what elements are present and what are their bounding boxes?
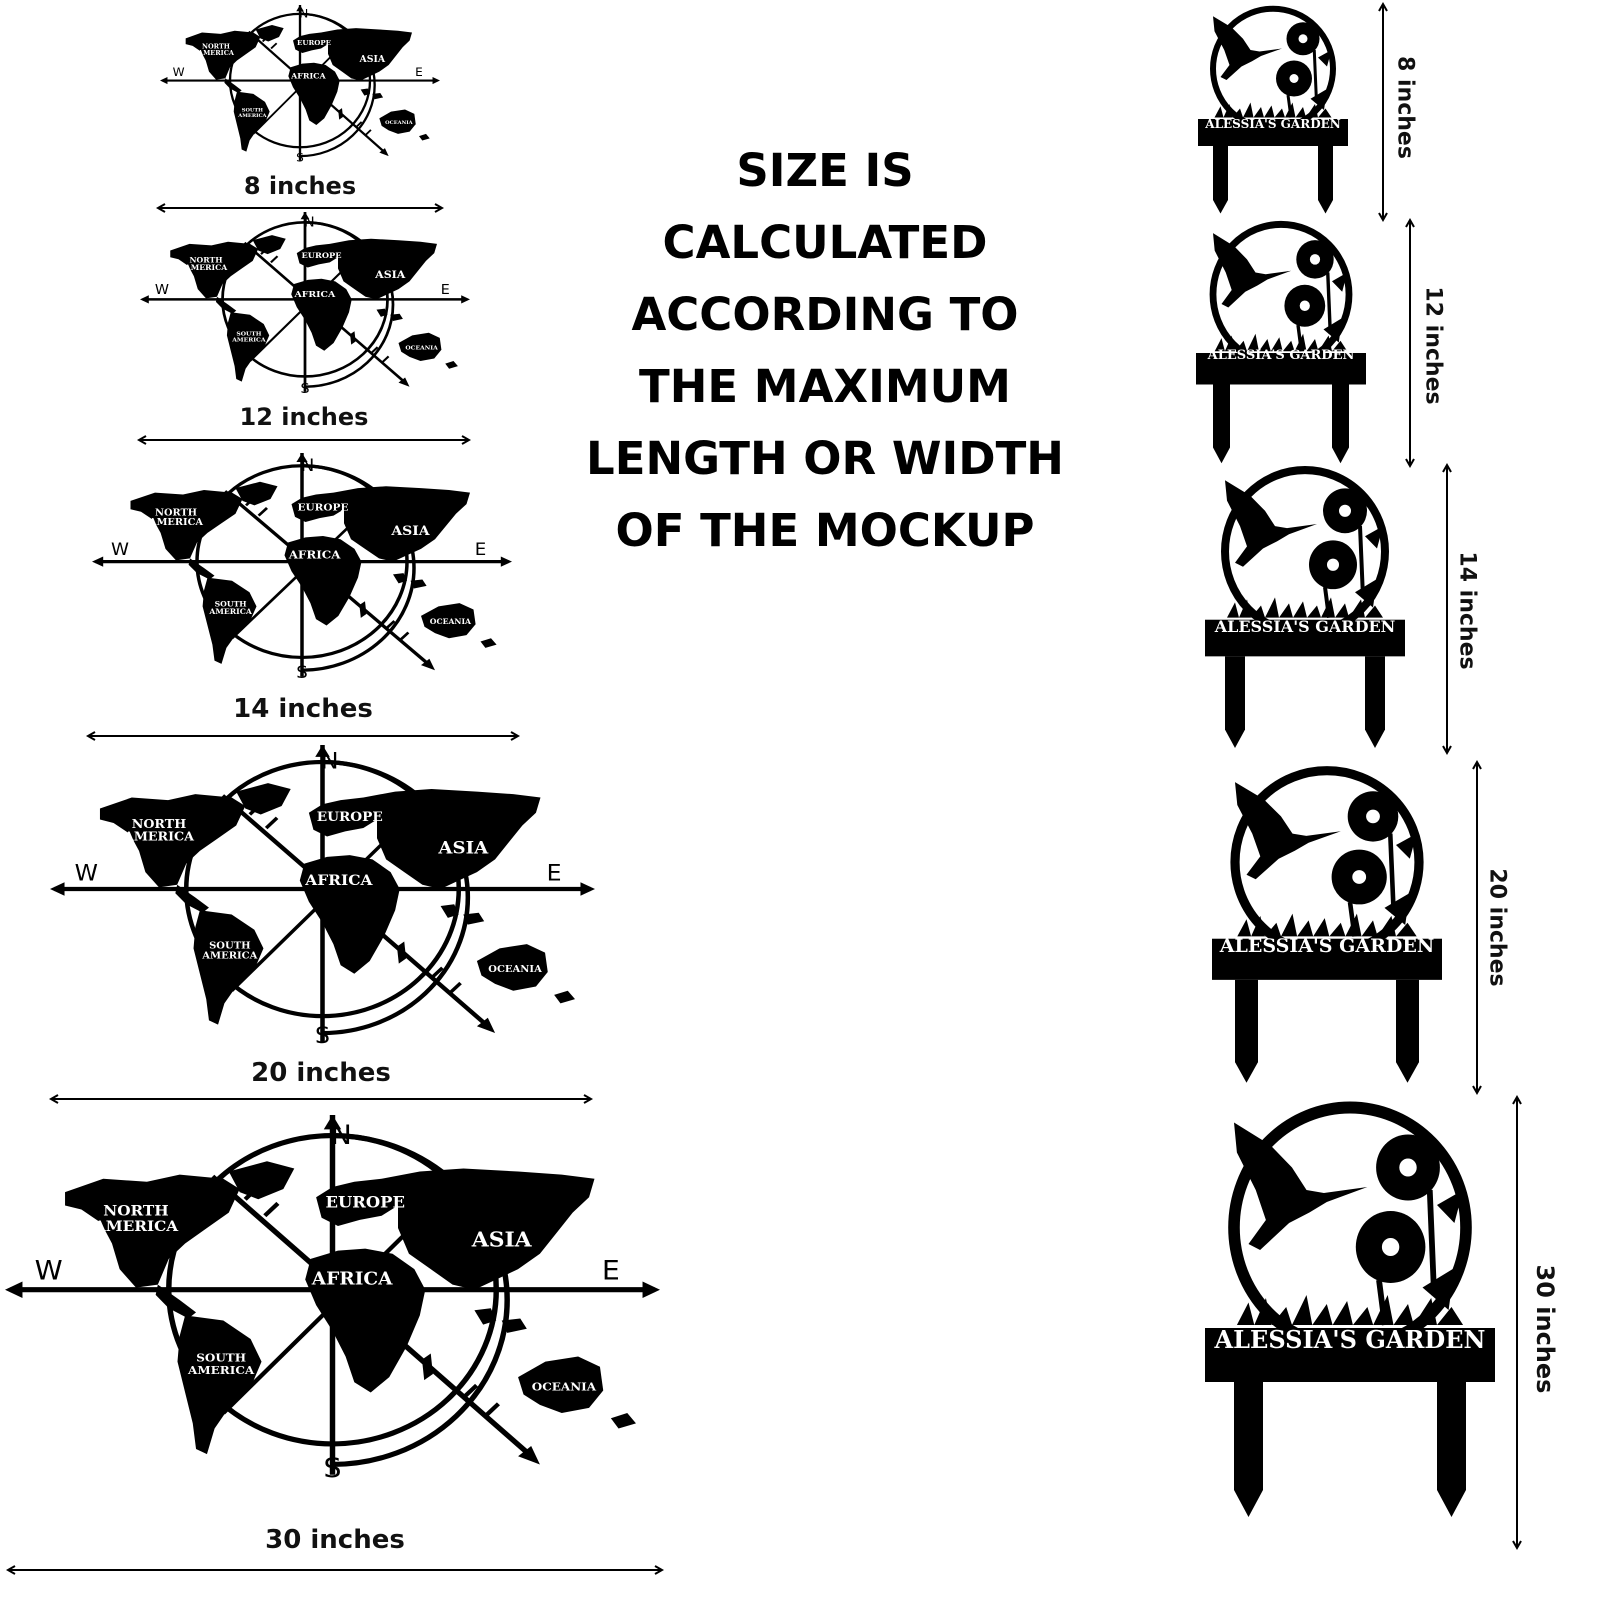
headline-line: OF THE MOCKUP — [615, 504, 1035, 557]
size-label-20in: 20 inches — [251, 1058, 391, 1088]
world-map-20in — [50, 745, 595, 1050]
size-label-30in: 30 inches — [265, 1525, 405, 1555]
world-map-14in — [92, 453, 512, 683]
height-arrow-20in — [1472, 759, 1482, 1096]
world-map-12in — [140, 212, 470, 397]
world-map-8in — [160, 5, 440, 165]
world-map-graphic — [5, 1115, 660, 1485]
sign-size-label-8in: 8 inches — [1392, 56, 1418, 159]
world-map-graphic — [160, 5, 440, 165]
garden-sign-20in: ALESSIA'S GARDEN — [1212, 765, 1442, 1085]
garden-sign-14in: ALESSIA'S GARDEN — [1205, 465, 1405, 750]
height-arrow-8in — [1378, 1, 1388, 223]
garden-sign-graphic — [1196, 220, 1366, 465]
sign-size-label-14in: 14 inches — [1454, 551, 1480, 670]
size-label-12in: 12 inches — [239, 403, 369, 431]
width-arrow-8in — [155, 198, 445, 213]
garden-sign-graphic — [1205, 1100, 1495, 1520]
sign-size-label-30in: 30 inches — [1531, 1264, 1559, 1394]
garden-sign-12in: ALESSIA'S GARDEN — [1196, 220, 1366, 465]
headline-line: LENGTH OR WIDTH — [586, 432, 1064, 485]
garden-sign-graphic — [1212, 765, 1442, 1085]
height-arrow-14in — [1442, 462, 1452, 756]
garden-sign-graphic — [1205, 465, 1405, 750]
headline-line: ACCORDING TO — [631, 288, 1019, 341]
sign-size-label-12in: 12 inches — [1420, 286, 1446, 405]
headline-line: THE MAXIMUM — [639, 360, 1011, 413]
sign-name-plate: ALESSIA'S GARDEN — [1207, 348, 1355, 363]
sign-name-plate: ALESSIA'S GARDEN — [1205, 117, 1341, 131]
height-arrow-12in — [1405, 217, 1415, 469]
sign-name-plate: ALESSIA'S GARDEN — [1219, 935, 1435, 957]
sign-name-plate: ALESSIA'S GARDEN — [1214, 617, 1396, 636]
size-label-8in: 8 inches — [243, 172, 357, 200]
garden-sign-graphic — [1198, 5, 1348, 215]
garden-sign-8in: ALESSIA'S GARDEN — [1198, 5, 1348, 215]
sign-size-label-20in: 20 inches — [1484, 868, 1510, 987]
width-arrow-20in — [48, 1089, 594, 1104]
width-arrow-30in — [5, 1560, 665, 1575]
sign-name-plate: ALESSIA'S GARDEN — [1214, 1325, 1486, 1354]
headline-line: CALCULATED — [662, 216, 988, 269]
world-map-graphic — [92, 453, 512, 683]
world-map-graphic — [50, 745, 595, 1050]
world-map-graphic — [140, 212, 470, 397]
width-arrow-14in — [85, 726, 521, 741]
world-map-30in — [5, 1115, 660, 1485]
height-arrow-30in — [1512, 1094, 1522, 1551]
garden-sign-30in: ALESSIA'S GARDEN — [1205, 1100, 1495, 1520]
size-label-14in: 14 inches — [233, 694, 373, 724]
headline-line: SIZE IS — [736, 144, 914, 197]
width-arrow-12in — [136, 430, 472, 445]
size-note-headline: SIZE IS CALCULATED ACCORDING TO THE MAXI… — [585, 135, 1065, 567]
